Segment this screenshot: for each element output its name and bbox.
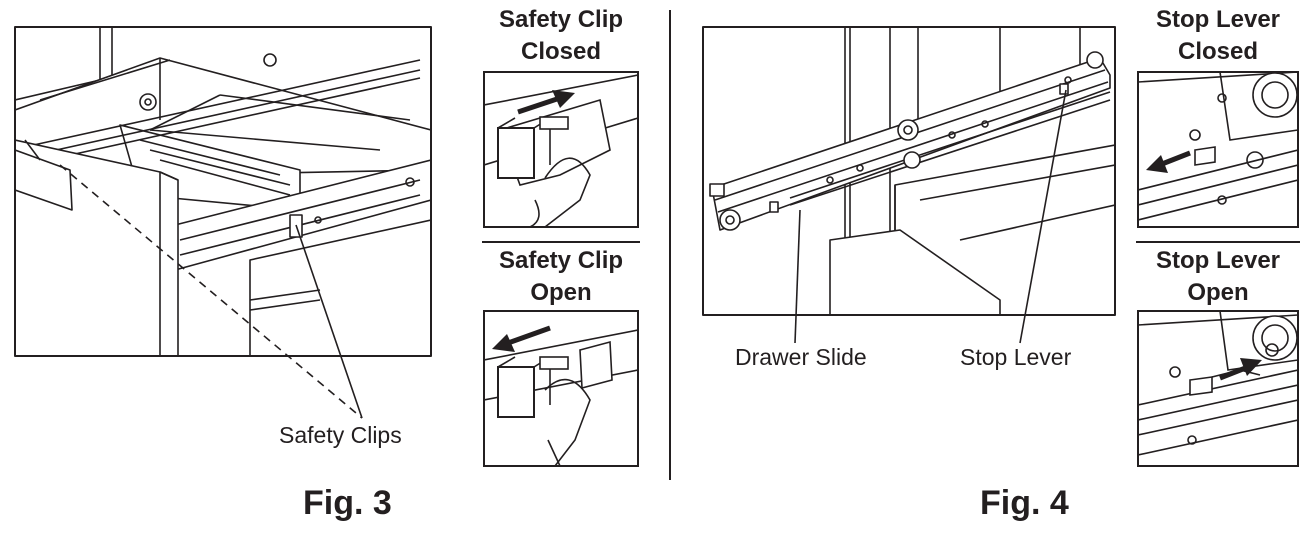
fig3-callout-safety-clips: Safety Clips [279,422,402,448]
fig4-leader-lines [794,89,1067,344]
fig3-inset-closed-title: Safety Clip Closed [484,4,638,68]
fig4-inset-open-title-line2: Open [1187,279,1249,306]
fig3-inset-open-title-line2: Open [530,279,592,306]
fig4-inset-open-title: Stop Lever Open [1138,245,1298,309]
fig4-callout-drawer-slide: Drawer Slide [735,344,867,370]
fig4-inset-open-title-line1: Stop Lever [1155,247,1281,274]
fig4-inset-closed-title-line1: Stop Lever [1155,6,1281,33]
fig3-main-illustration [14,26,432,357]
fig3-inset-closed [483,71,639,228]
fig4-inset-closed-title: Stop Lever Closed [1138,4,1298,68]
fig4-caption: Fig. 4 [980,484,1069,522]
fig4-inset-closed-title-line2: Closed [1177,38,1258,65]
fig3-inset-closed-title-line2: Closed [520,38,601,65]
fig3-inset-open-title-line1: Safety Clip [498,247,624,274]
fig4-inset-closed [1137,71,1299,228]
fig3-caption: Fig. 3 [303,484,392,522]
fig3-inset-open-title: Safety Clip Open [484,245,638,309]
fig4-inset-open [1137,310,1299,467]
fig4-main-illustration [702,26,1116,316]
fig4-callout-stop-lever: Stop Lever [960,344,1072,370]
fig3-inset-open [483,310,639,467]
fig3-leader-lines [59,164,363,419]
fig3-inset-closed-title-line1: Safety Clip [498,6,624,33]
